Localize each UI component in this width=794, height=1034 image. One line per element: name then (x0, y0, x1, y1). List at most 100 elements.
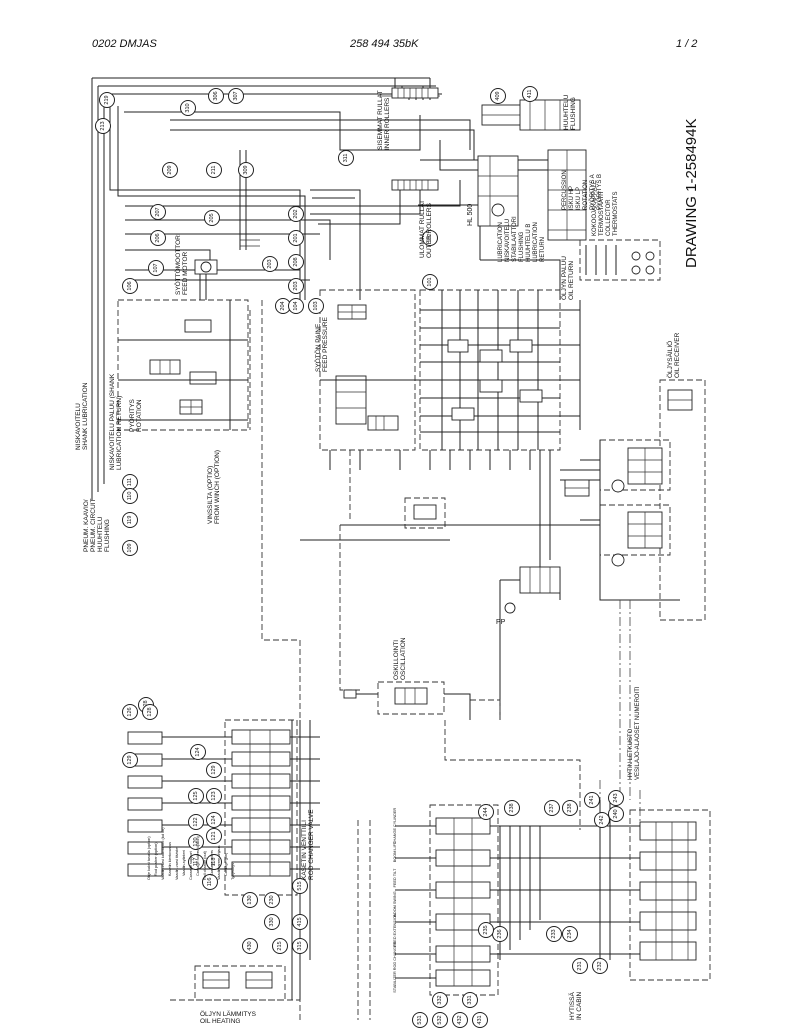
rod-changer-legend-item: Rod pusher (option) (154, 842, 158, 876)
oil-receiver (659, 379, 706, 621)
bubble-circle (608, 806, 624, 822)
svg-text:LUBRICATION RETURN): LUBRICATION RETURN) (116, 396, 123, 470)
bubble-label: 203 (293, 281, 299, 290)
label-lubrication-return: NISKAVOITELU PALUU (SHANK LUBRICATION RE… (109, 373, 123, 470)
ref-bubble-306: 306 (208, 88, 224, 104)
svg-text:OSKILLOINTI: OSKILLOINTI (393, 640, 400, 680)
rod-changer-legend-item: Roll change (out) (203, 850, 207, 880)
bubble-label: 103 (313, 301, 319, 310)
bubble-label: 123 (211, 791, 217, 800)
bubble-circle (95, 118, 111, 134)
label-pp: PP (496, 619, 506, 626)
label-feed-pressure: SYÖTÖN PAINE FEED PRESSURE (314, 316, 329, 372)
ref-bubble-415: 415 (292, 914, 308, 930)
oscillation-valve (343, 681, 471, 720)
ref-bubble-101: 101 (422, 274, 438, 290)
bubble-label: 202 (293, 209, 299, 218)
bubble-label: 130 (247, 895, 253, 904)
bubble-circle (546, 926, 562, 942)
bubble-circle (462, 992, 478, 1008)
svg-text:ÖLJYN PALUU: ÖLJYN PALUU (560, 256, 568, 300)
bubble-label: 411 (527, 90, 533, 99)
label-flushing-top: HUUHTELU FLUSHING (563, 94, 577, 130)
label-rod-changer-valve: KASETIN VENTTIILI ROD CHANGER VALVE (301, 809, 315, 880)
svg-text:HUUHTELU: HUUHTELU (97, 516, 104, 552)
bubble-label: 230 (269, 895, 275, 904)
bubble-circle (478, 922, 494, 938)
svg-text:FROM WINCH (OPTION): FROM WINCH (OPTION) (214, 450, 221, 524)
svg-text:OIL RETURN: OIL RETURN (568, 261, 575, 300)
ref-bubble-332: 332 (432, 992, 448, 1008)
rod-changer-legend-item: Vaadin-varsi tiiviste (175, 848, 179, 880)
ref-bubble-121: 121 (206, 828, 222, 844)
bubble-circle (99, 92, 115, 108)
bubble-label: 232 (597, 961, 603, 970)
bubble-label: 128 (143, 700, 149, 709)
bubble-label: 233 (551, 929, 557, 938)
bubble-circle (242, 892, 258, 908)
ref-bubble-242: 242 (594, 812, 610, 828)
bubble-circle (264, 914, 280, 930)
bubble-circle (422, 230, 438, 246)
svg-text:HL 500: HL 500 (467, 204, 474, 226)
bubble-circle (122, 704, 138, 720)
bubble-label: 415 (297, 917, 303, 926)
bubble-circle (190, 744, 206, 760)
ref-bubble-124: 124 (206, 812, 222, 828)
ref-bubble-432: 432 (452, 1012, 468, 1028)
ref-bubble-241: 241 (584, 792, 600, 808)
bubble-circle (572, 958, 588, 974)
bubble-circle (288, 230, 304, 246)
bubble-label: 122 (193, 817, 199, 826)
bubble-circle (142, 704, 158, 720)
label-oscillation: OSKILLOINTI OSCILLATION (393, 637, 407, 680)
bubble-circle (504, 800, 520, 816)
svg-text:HYTIN LETKUSTO: HYTIN LETKUSTO (628, 728, 634, 780)
outer-rollers-block (391, 179, 439, 191)
svg-text:HUUHTELU: HUUHTELU (563, 94, 570, 130)
ref-bubble-130: 130 (242, 892, 258, 908)
bubble-circle (522, 86, 538, 102)
bubble-label: 204 (280, 301, 286, 310)
ref-bubble-235: 235 (478, 922, 494, 938)
svg-text:FLUSHING: FLUSHING (519, 231, 525, 262)
ref-bubble-238: 238 (504, 800, 520, 816)
svg-text:THERMOSTATS: THERMOSTATS (613, 192, 619, 236)
ref-bubble-310: 310 (180, 100, 196, 116)
bubble-circle (544, 800, 560, 816)
svg-text:LUBRICATION: LUBRICATION (498, 222, 504, 262)
bubble-circle (206, 162, 222, 178)
ref-bubble-237: 237 (544, 800, 560, 816)
bubble-circle (188, 834, 204, 850)
ref-bubble-123: 123 (206, 788, 222, 804)
bubble-circle (562, 800, 578, 816)
svg-text:OUTER ROLLERS: OUTER ROLLERS (426, 202, 433, 258)
label-hl500: HL 500 (467, 204, 474, 226)
bubble-circle (272, 938, 288, 954)
ref-bubble-104: 104 (288, 298, 304, 314)
rod-changer-valve-stack (127, 719, 320, 1000)
bubble-circle (472, 1012, 488, 1028)
svg-text:KOKOOJAKAPPALE: KOKOOJAKAPPALE (592, 180, 598, 236)
bubble-label: 104 (293, 301, 299, 310)
cabin-legend-item: CHANGE CYLINDER (393, 807, 397, 844)
bubble-circle (238, 162, 254, 178)
ref-bubble-233: 233 (546, 926, 562, 942)
rod-changer-legend-item: Carriage (pin) (224, 852, 228, 876)
bubble-circle (594, 812, 610, 828)
svg-text:DRAWING 1-258494K: DRAWING 1-258494K (683, 118, 700, 268)
bubble-label: 129 (211, 765, 217, 774)
bubble-label: 243 (613, 793, 619, 802)
ref-bubble-128: 128 (142, 704, 158, 720)
ref-bubble-431: 431 (472, 1012, 488, 1028)
main-valve-block (419, 289, 581, 470)
bubble-label: 215 (277, 941, 283, 950)
svg-text:OIL RECEIVER: OIL RECEIVER (674, 332, 681, 378)
label-inner-rollers: SISEMMAT RULLAT INNER ROLLERS (377, 90, 391, 150)
bubble-circle (242, 938, 258, 954)
svg-text:PNEUM. KAAVIO/: PNEUM. KAAVIO/ (83, 499, 90, 552)
ref-bubble-118: 118 (206, 854, 222, 870)
bubble-label: 242 (599, 815, 605, 824)
rod-changer-legend-item: Kasetin kiertovastus (168, 842, 172, 876)
